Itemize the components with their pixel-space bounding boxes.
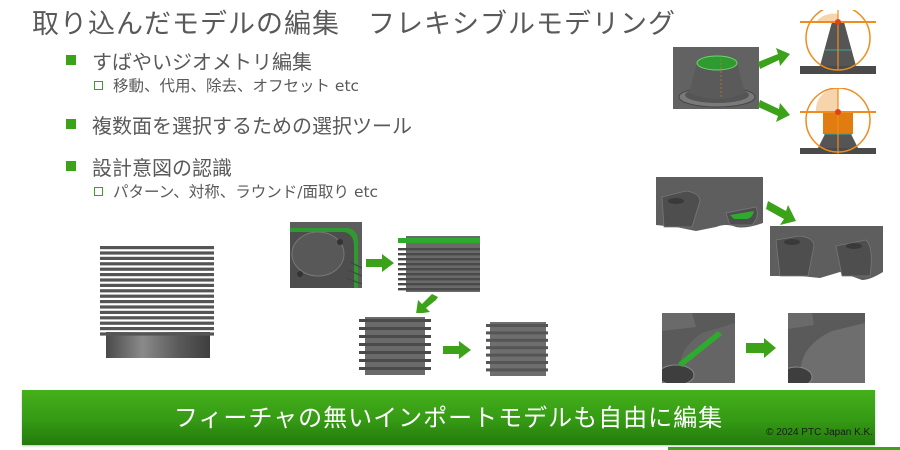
fin — [359, 367, 431, 370]
sub-bullet-label: 移動、代用、除去、オフセット etc — [113, 77, 360, 95]
green-arrow-icon — [758, 48, 790, 70]
slide-title: 取り込んだモデルの編集 フレキシブルモデリング — [32, 9, 676, 40]
green-arrow-icon — [443, 341, 471, 359]
bullet-item: すばやいジオメトリ編集 — [66, 46, 412, 74]
rib-removed-image — [788, 313, 865, 383]
fin — [398, 278, 480, 281]
fin — [100, 310, 214, 314]
fin — [100, 246, 214, 250]
boss-pattern-result-image — [770, 226, 883, 288]
banner-text: フィーチャの無いインポートモデルも自由に編集 — [173, 404, 724, 432]
bullet-label: 複数面を選択するための選択ツール — [92, 113, 412, 138]
sub-bullet-item: パターン、対称、ラウンド/面取り etc — [94, 180, 412, 202]
fin — [100, 321, 214, 325]
cone-extended-image — [800, 88, 876, 154]
footer-accent-line — [668, 447, 900, 450]
fin — [359, 335, 431, 338]
fin — [486, 353, 548, 357]
fin — [100, 278, 214, 282]
fin — [359, 319, 431, 322]
fin — [486, 338, 548, 342]
fin — [100, 294, 214, 298]
bullet-list: すばやいジオメトリ編集 移動、代用、除去、オフセット etc 複数面を選択するた… — [66, 46, 412, 202]
fin — [398, 273, 480, 276]
cylinder-side-selected-image — [398, 228, 480, 292]
fin — [359, 327, 431, 330]
sub-bullet-square-icon — [94, 80, 103, 90]
fin — [100, 283, 214, 287]
fin — [398, 253, 480, 256]
green-arrow-icon — [416, 294, 438, 314]
cylinder-top-selected-image — [290, 222, 362, 288]
cylinder-fins-edit-image — [355, 313, 435, 375]
fin — [398, 258, 480, 261]
finned-cylinder-image — [88, 240, 220, 358]
fin — [100, 327, 214, 331]
rib-selected-image — [662, 313, 735, 383]
fin — [398, 248, 480, 251]
cone-selected-image — [673, 47, 759, 109]
fin — [486, 331, 548, 335]
cone-drag-image — [800, 10, 876, 74]
sub-bullet-item: 移動、代用、除去、オフセット etc — [94, 74, 412, 96]
sub-bullet-square-icon — [94, 186, 103, 196]
fin — [359, 359, 431, 362]
bullet-square-icon — [66, 119, 76, 129]
fin — [486, 324, 548, 327]
fin — [100, 316, 214, 320]
bullet-item: 設計意図の認識 — [66, 152, 412, 180]
fin — [398, 283, 480, 286]
bullet-item: 複数面を選択するための選択ツール — [66, 110, 412, 138]
summary-banner: フィーチャの無いインポートモデルも自由に編集 © 2024 PTC Japan … — [22, 390, 875, 445]
fin — [100, 289, 214, 293]
green-arrow-icon — [766, 201, 796, 225]
green-arrow-icon — [746, 338, 776, 358]
bullet-square-icon — [66, 55, 76, 65]
copyright-text: © 2024 PTC Japan K.K. — [766, 427, 873, 438]
bullet-label: 設計意図の認識 — [92, 155, 232, 180]
fin — [100, 251, 214, 255]
cylinder-result-image — [484, 316, 550, 376]
green-arrow-icon — [366, 254, 394, 272]
fin — [486, 346, 548, 350]
fin — [398, 268, 480, 271]
sub-bullet-label: パターン、対称、ラウンド/面取り etc — [113, 183, 379, 201]
fin — [100, 256, 214, 260]
fin — [359, 351, 431, 354]
fin — [486, 361, 548, 364]
fin — [486, 368, 548, 372]
fin — [100, 305, 214, 309]
fin — [100, 300, 214, 304]
bullet-label: すばやいジオメトリ編集 — [92, 49, 312, 74]
boss-pattern-selected-image — [656, 177, 763, 243]
fin — [100, 332, 214, 336]
fin — [100, 273, 214, 277]
bullet-square-icon — [66, 161, 76, 171]
fin — [398, 288, 480, 291]
fin — [359, 343, 431, 346]
fin — [398, 263, 480, 266]
fin — [100, 267, 214, 271]
fin — [100, 262, 214, 266]
green-arrow-icon — [758, 100, 790, 122]
